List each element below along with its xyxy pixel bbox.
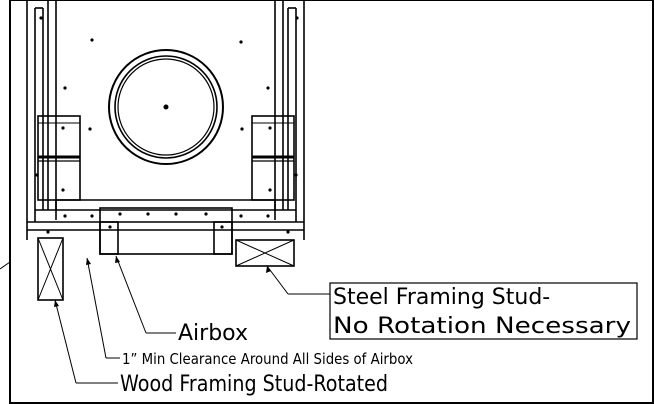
arrowheads xyxy=(54,256,271,307)
airbox-label: Airbox xyxy=(178,321,248,346)
left-bracket xyxy=(37,115,81,201)
clearance-label: 1” Min Clearance Around All Sides of Air… xyxy=(122,350,413,368)
steel-stud-label-line1: Steel Framing Stud- xyxy=(333,285,550,310)
screw-holes xyxy=(35,16,299,234)
right-bracket xyxy=(251,115,295,201)
drawing-frame xyxy=(9,0,654,404)
wood-stud-label: Wood Framing Stud-Rotated xyxy=(120,372,388,397)
unit-body xyxy=(26,0,305,240)
steel-stud-callout-box xyxy=(329,282,638,340)
airbox xyxy=(99,207,233,255)
steel-stud-label-line2: No Rotation Necessary xyxy=(333,314,631,339)
leader-lines xyxy=(0,255,330,384)
steel-framing-stud xyxy=(235,239,295,267)
wood-framing-stud xyxy=(37,237,64,301)
collar-opening xyxy=(108,49,224,165)
